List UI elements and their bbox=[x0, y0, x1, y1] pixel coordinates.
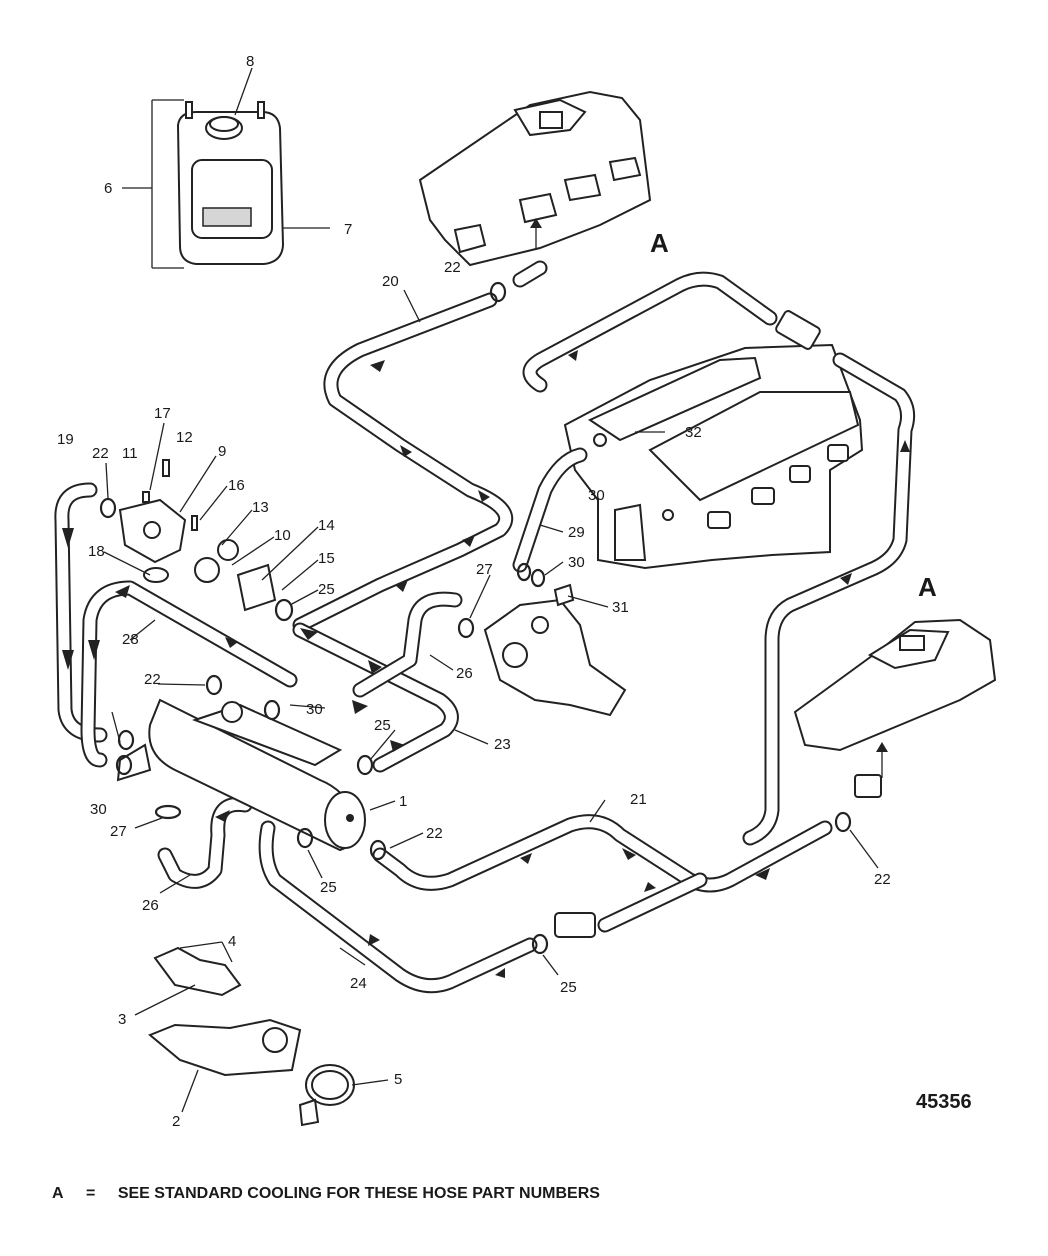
footnote-text: SEE STANDARD COOLING FOR THESE HOSE PART… bbox=[117, 1185, 600, 1202]
callout-12: 12 bbox=[176, 429, 193, 446]
callout-26: 26 bbox=[456, 665, 473, 682]
callout-28: 28 bbox=[122, 631, 139, 648]
callout-14: 14 bbox=[318, 517, 335, 534]
engine-block bbox=[563, 343, 864, 570]
coolant-reservoir bbox=[122, 67, 330, 269]
heat-exchanger bbox=[116, 698, 366, 852]
callout-26: 26 bbox=[142, 897, 159, 914]
callout-24: 24 bbox=[350, 975, 367, 992]
callout-30: 30 bbox=[306, 701, 323, 718]
thermostat-housing bbox=[118, 459, 277, 612]
callout-leaders bbox=[103, 289, 879, 1113]
hose-network bbox=[54, 260, 916, 994]
callout-20: 20 bbox=[382, 273, 399, 290]
callout-22: 22 bbox=[426, 825, 443, 842]
hose-clamps bbox=[99, 281, 882, 955]
figure-number: 45356 bbox=[916, 1091, 972, 1113]
callout-30: 30 bbox=[568, 554, 585, 571]
callout-2: 2 bbox=[172, 1113, 180, 1130]
callout-18: 18 bbox=[88, 543, 105, 560]
callout-31: 31 bbox=[612, 599, 629, 616]
callout-22: 22 bbox=[444, 259, 461, 276]
callout-7: 7 bbox=[344, 221, 352, 238]
callout-25: 25 bbox=[318, 581, 335, 598]
callout-17: 17 bbox=[154, 405, 171, 422]
callout-27: 27 bbox=[476, 561, 493, 578]
callout-labels: 8 6 7 22 20 17 12 19 22 11 9 16 13 10 14… bbox=[57, 53, 972, 1130]
callout-3: 3 bbox=[118, 1011, 126, 1028]
mounting-brackets bbox=[148, 946, 355, 1127]
callout-25: 25 bbox=[320, 879, 337, 896]
footnote-key: A bbox=[52, 1185, 64, 1202]
callout-22: 22 bbox=[92, 445, 109, 462]
exhaust-manifold-starboard bbox=[418, 90, 652, 267]
section-marker-a-top: A bbox=[650, 228, 669, 258]
callout-9: 9 bbox=[218, 443, 226, 460]
section-marker-a-right: A bbox=[918, 572, 937, 602]
callout-30: 30 bbox=[588, 487, 605, 504]
callout-10: 10 bbox=[274, 527, 291, 544]
callout-29: 29 bbox=[568, 524, 585, 541]
callout-30: 30 bbox=[90, 801, 107, 818]
footnote: A = SEE STANDARD COOLING FOR THESE HOSE … bbox=[52, 1185, 600, 1203]
callout-23: 23 bbox=[494, 736, 511, 753]
callout-22: 22 bbox=[874, 871, 891, 888]
callout-11: 11 bbox=[122, 445, 138, 462]
callout-19: 19 bbox=[57, 431, 74, 448]
callout-25: 25 bbox=[560, 979, 577, 996]
callout-4: 4 bbox=[228, 933, 236, 950]
callout-32: 32 bbox=[685, 424, 702, 441]
callout-8: 8 bbox=[246, 53, 254, 70]
callout-16: 16 bbox=[228, 477, 245, 494]
callout-5: 5 bbox=[394, 1071, 402, 1088]
footnote-symbol: = bbox=[86, 1185, 96, 1202]
exhaust-manifold-port bbox=[793, 618, 997, 778]
callout-21: 21 bbox=[630, 791, 647, 808]
water-pump bbox=[483, 583, 627, 717]
callout-13: 13 bbox=[252, 499, 269, 516]
callout-25: 25 bbox=[374, 717, 391, 734]
flow-arrows bbox=[62, 350, 910, 978]
callout-15: 15 bbox=[318, 550, 335, 567]
callout-22: 22 bbox=[144, 671, 161, 688]
callout-6: 6 bbox=[104, 180, 112, 197]
callout-27: 27 bbox=[110, 823, 127, 840]
callout-1: 1 bbox=[399, 793, 407, 810]
